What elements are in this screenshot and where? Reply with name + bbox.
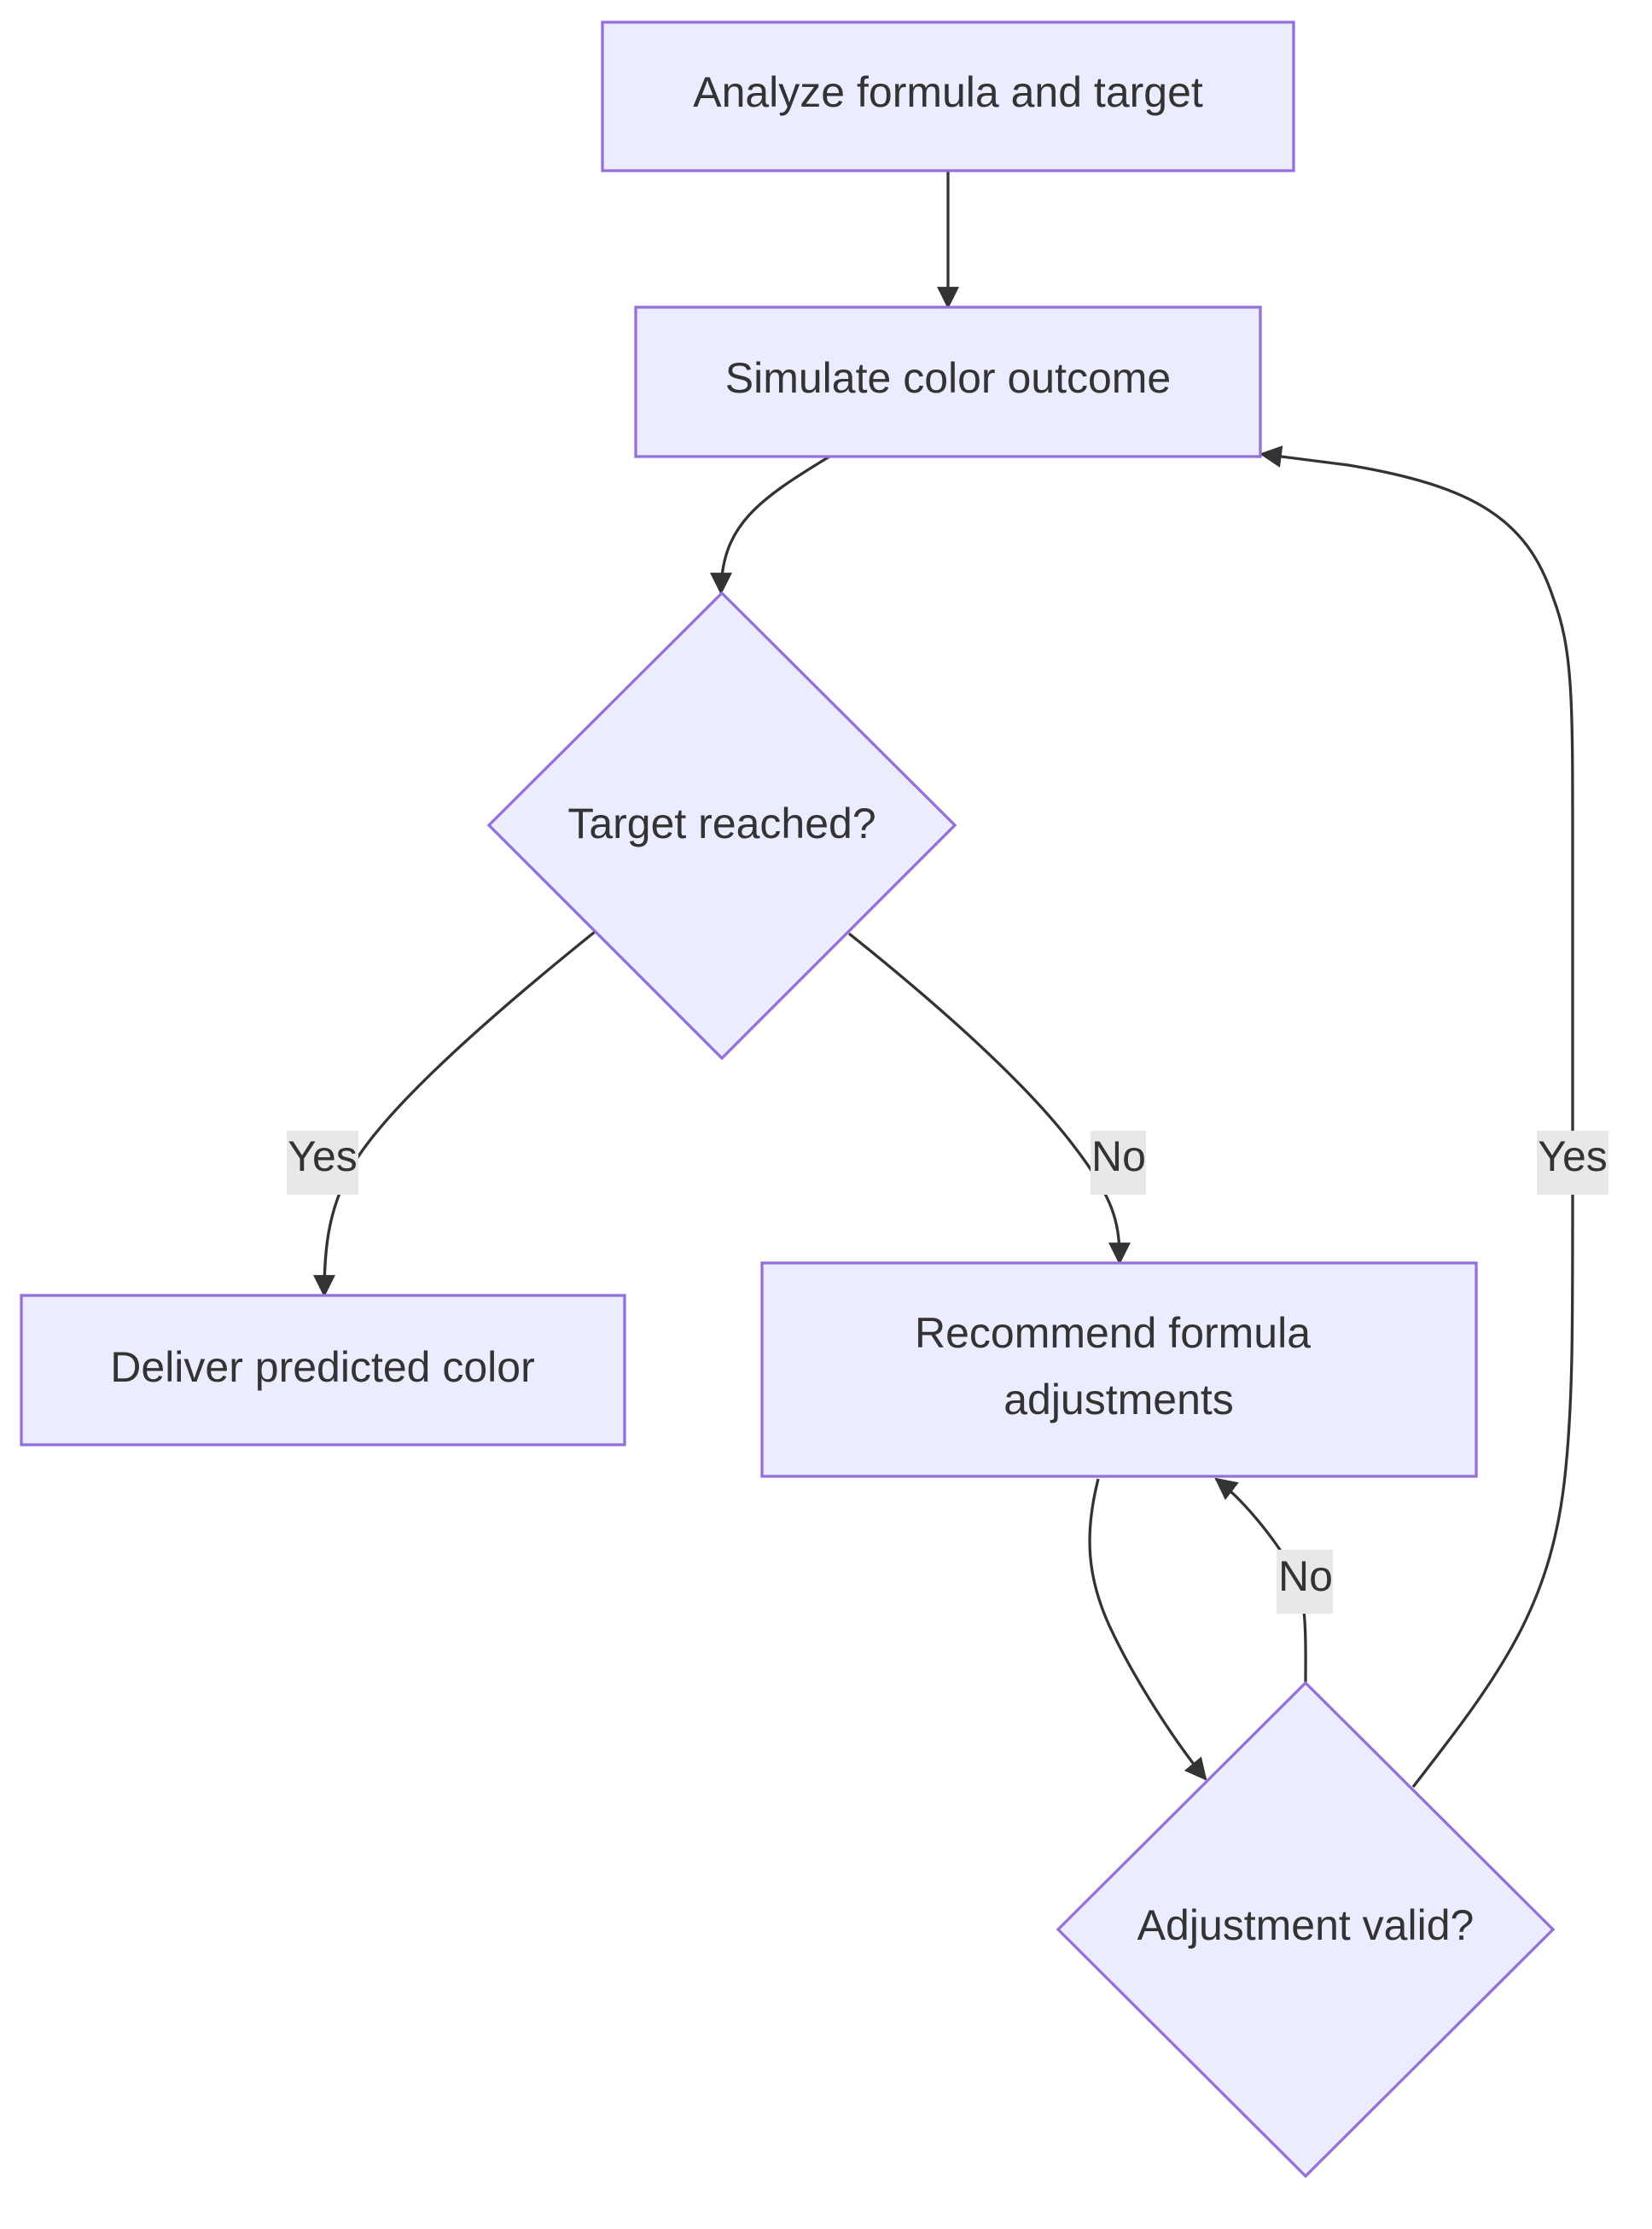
- edge-label-adjust-yes: Yes: [1537, 1131, 1608, 1195]
- edge-label-adjust-no: No: [1277, 1550, 1333, 1614]
- edge-label-target-yes: Yes: [287, 1131, 358, 1195]
- node-deliver-predicted-color: Deliver predicted color: [20, 1294, 626, 1446]
- edge-label-target-yes-text: Yes: [288, 1132, 358, 1180]
- edge-target-reached-yes-to-deliver: [313, 930, 596, 1298]
- node-adjustment-valid-decision: Adjustment valid?: [1056, 1680, 1556, 2179]
- node-target-reached-decision: Target reached?: [486, 591, 957, 1061]
- node-analyze-formula: Analyze formula and target: [601, 20, 1295, 172]
- edge-recommend-to-adjustment-valid: [1088, 1478, 1207, 1781]
- node-target-reached-label: Target reached?: [567, 800, 875, 847]
- node-deliver-predicted-color-label: Deliver predicted color: [110, 1343, 534, 1391]
- edge-label-target-no: No: [1091, 1131, 1146, 1195]
- edge-simulate-to-target-reached: [710, 455, 830, 596]
- edge-label-adjust-no-text: No: [1278, 1552, 1333, 1600]
- node-simulate-color-label: Simulate color outcome: [725, 354, 1171, 402]
- edge-target-reached-no-to-recommend: [847, 932, 1131, 1266]
- node-simulate-color: Simulate color outcome: [634, 306, 1262, 458]
- edge-label-adjust-yes-text: Yes: [1538, 1132, 1608, 1180]
- edge-adjustment-valid-yes-to-simulate: [1259, 445, 1574, 1789]
- node-recommend-adjustments-label-line1: Recommend formula: [915, 1309, 1311, 1357]
- node-adjustment-valid-label: Adjustment valid?: [1137, 1901, 1475, 1949]
- node-recommend-adjustments: Recommend formula adjustments: [760, 1261, 1478, 1478]
- node-analyze-formula-label: Analyze formula and target: [693, 68, 1203, 116]
- edge-label-target-no-text: No: [1091, 1132, 1146, 1180]
- node-recommend-adjustments-label-line2: adjustments: [1003, 1376, 1234, 1423]
